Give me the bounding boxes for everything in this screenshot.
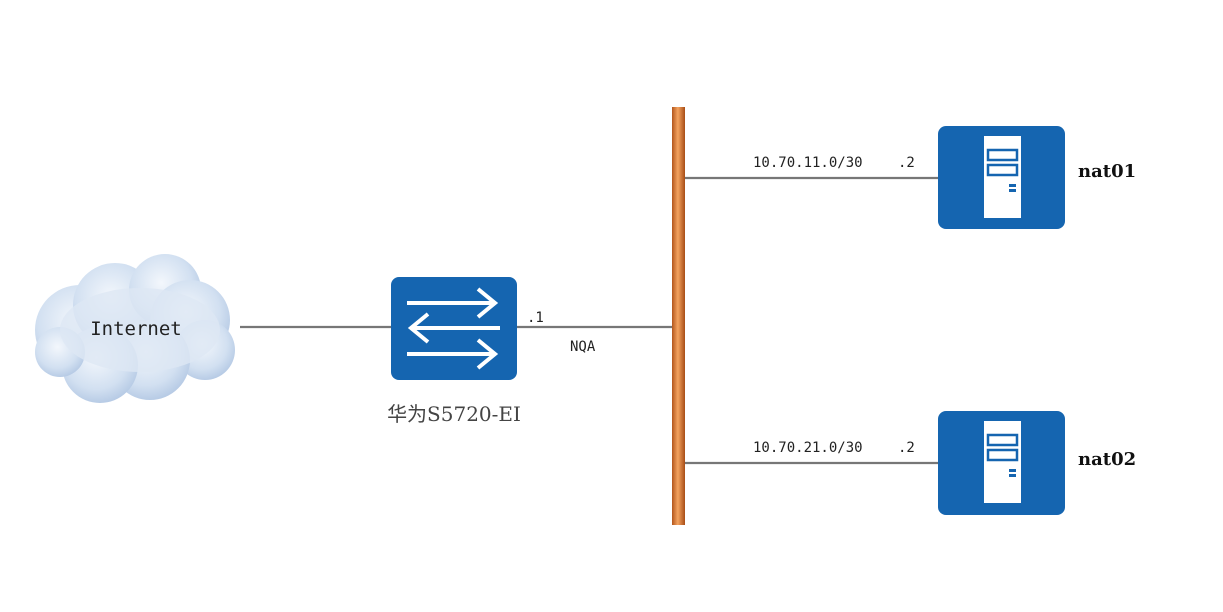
switch-port-label: .1 bbox=[527, 310, 544, 326]
host-suffix-nat02: .2 bbox=[898, 440, 915, 456]
subnet-label-nat02: 10.70.21.0/30 bbox=[753, 440, 863, 456]
host-suffix-nat01: .2 bbox=[898, 155, 915, 171]
cloud-label: Internet bbox=[90, 318, 182, 340]
node-name-nat01: nat01 bbox=[1078, 161, 1136, 182]
cloud-icon bbox=[35, 254, 235, 403]
server-icon bbox=[938, 411, 1065, 515]
subnet-label-nat01: 10.70.11.0/30 bbox=[753, 155, 863, 171]
switch-icon bbox=[391, 277, 517, 380]
protocol-label: NQA bbox=[570, 339, 596, 355]
node-name-nat02: nat02 bbox=[1078, 449, 1136, 470]
switch-label: 华为S5720-EI bbox=[387, 402, 521, 426]
server-icon bbox=[938, 126, 1065, 229]
network-bus bbox=[672, 107, 685, 525]
